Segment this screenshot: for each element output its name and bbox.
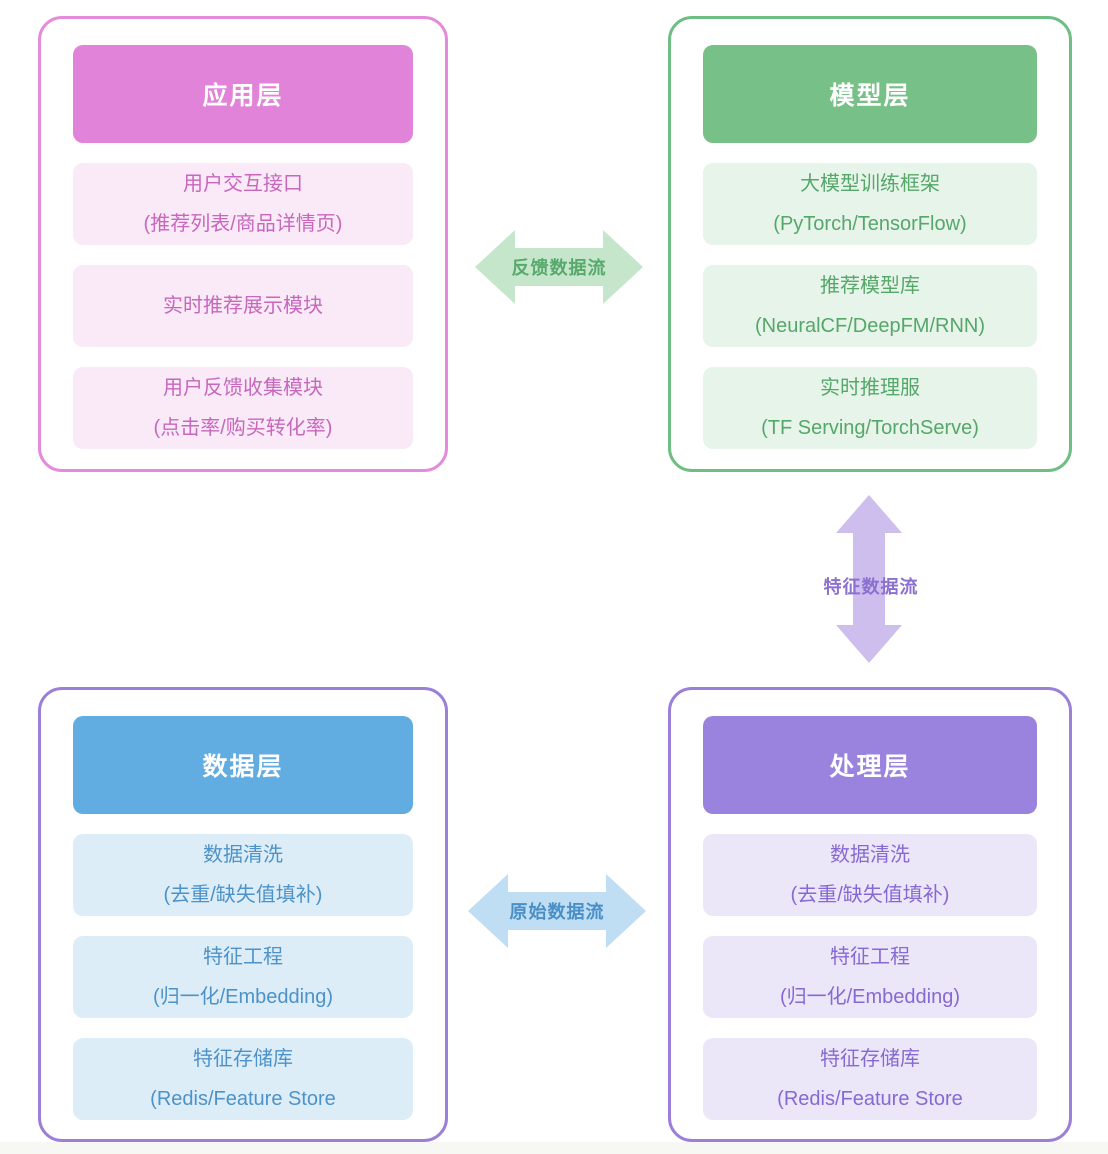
item-line1: 特征存储库 [820, 1048, 920, 1070]
double-arrow-shape [836, 495, 902, 663]
item-line2: (归一化/Embedding) [152, 986, 334, 1008]
item-line2: (去重/缺失值填补) [163, 884, 323, 906]
application-layer-box: 应用层 用户交互接口 (推荐列表/商品详情页) 实时推荐展示模块 用户反馈收集模… [38, 16, 448, 472]
feedback-flow-label: 反馈数据流 [511, 258, 607, 278]
item-line1: 特征存储库 [193, 1048, 293, 1070]
item-line2: (归一化/Embedding) [779, 986, 961, 1008]
item-line2: (Redis/Feature Store [150, 1088, 336, 1110]
feature-flow-arrow-icon [836, 495, 902, 663]
processing-layer-item-3: 特征存储库 (Redis/Feature Store [703, 1038, 1037, 1120]
data-layer-box: 数据层 数据清洗 (去重/缺失值填补) 特征工程 (归一化/Embedding)… [38, 687, 448, 1142]
data-layer-item-2: 特征工程 (归一化/Embedding) [73, 936, 413, 1018]
item-line2: (TF Serving/TorchServe) [761, 417, 979, 439]
data-layer-item-1: 数据清洗 (去重/缺失值填补) [73, 834, 413, 916]
item-line2: (PyTorch/TensorFlow) [773, 213, 967, 235]
model-layer-item-1: 大模型训练框架 (PyTorch/TensorFlow) [703, 163, 1037, 245]
item-line2: (NeuralCF/DeepFM/RNN) [754, 315, 986, 337]
model-layer-title: 模型层 [703, 45, 1037, 143]
item-line1: 用户交互接口 [183, 173, 303, 195]
raw-flow-label: 原始数据流 [509, 902, 605, 922]
double-arrow-shape [475, 230, 643, 304]
raw-flow-arrow-icon [468, 874, 646, 948]
item-line2: (推荐列表/商品详情页) [143, 213, 343, 235]
item-line2: (Redis/Feature Store [777, 1088, 963, 1110]
item-line1: 实时推荐展示模块 [163, 295, 323, 317]
item-line1: 特征工程 [830, 946, 910, 968]
application-layer-item-2: 实时推荐展示模块 [73, 265, 413, 347]
feedback-flow-arrow-icon [475, 230, 643, 304]
application-layer-item-1: 用户交互接口 (推荐列表/商品详情页) [73, 163, 413, 245]
item-line2: (去重/缺失值填补) [790, 884, 950, 906]
data-layer-item-3: 特征存储库 (Redis/Feature Store [73, 1038, 413, 1120]
feature-flow-label: 特征数据流 [823, 577, 919, 597]
item-line1: 实时推理服 [820, 377, 920, 399]
model-layer-item-3: 实时推理服 (TF Serving/TorchServe) [703, 367, 1037, 449]
item-line1: 推荐模型库 [820, 275, 920, 297]
application-layer-title: 应用层 [73, 45, 413, 143]
double-arrow-shape [468, 874, 646, 948]
model-layer-box: 模型层 大模型训练框架 (PyTorch/TensorFlow) 推荐模型库 (… [668, 16, 1072, 472]
processing-layer-item-2: 特征工程 (归一化/Embedding) [703, 936, 1037, 1018]
processing-layer-title: 处理层 [703, 716, 1037, 814]
data-layer-title: 数据层 [73, 716, 413, 814]
item-line1: 数据清洗 [203, 844, 283, 866]
processing-layer-box: 处理层 数据清洗 (去重/缺失值填补) 特征工程 (归一化/Embedding)… [668, 687, 1072, 1142]
item-line1: 特征工程 [203, 946, 283, 968]
processing-layer-item-1: 数据清洗 (去重/缺失值填补) [703, 834, 1037, 916]
item-line2: (点击率/购买转化率) [153, 417, 333, 439]
model-layer-item-2: 推荐模型库 (NeuralCF/DeepFM/RNN) [703, 265, 1037, 347]
item-line1: 用户反馈收集模块 [163, 377, 323, 399]
page-bottom-strip [0, 1142, 1108, 1154]
application-layer-item-3: 用户反馈收集模块 (点击率/购买转化率) [73, 367, 413, 449]
item-line1: 大模型训练框架 [800, 173, 940, 195]
item-line1: 数据清洗 [830, 844, 910, 866]
